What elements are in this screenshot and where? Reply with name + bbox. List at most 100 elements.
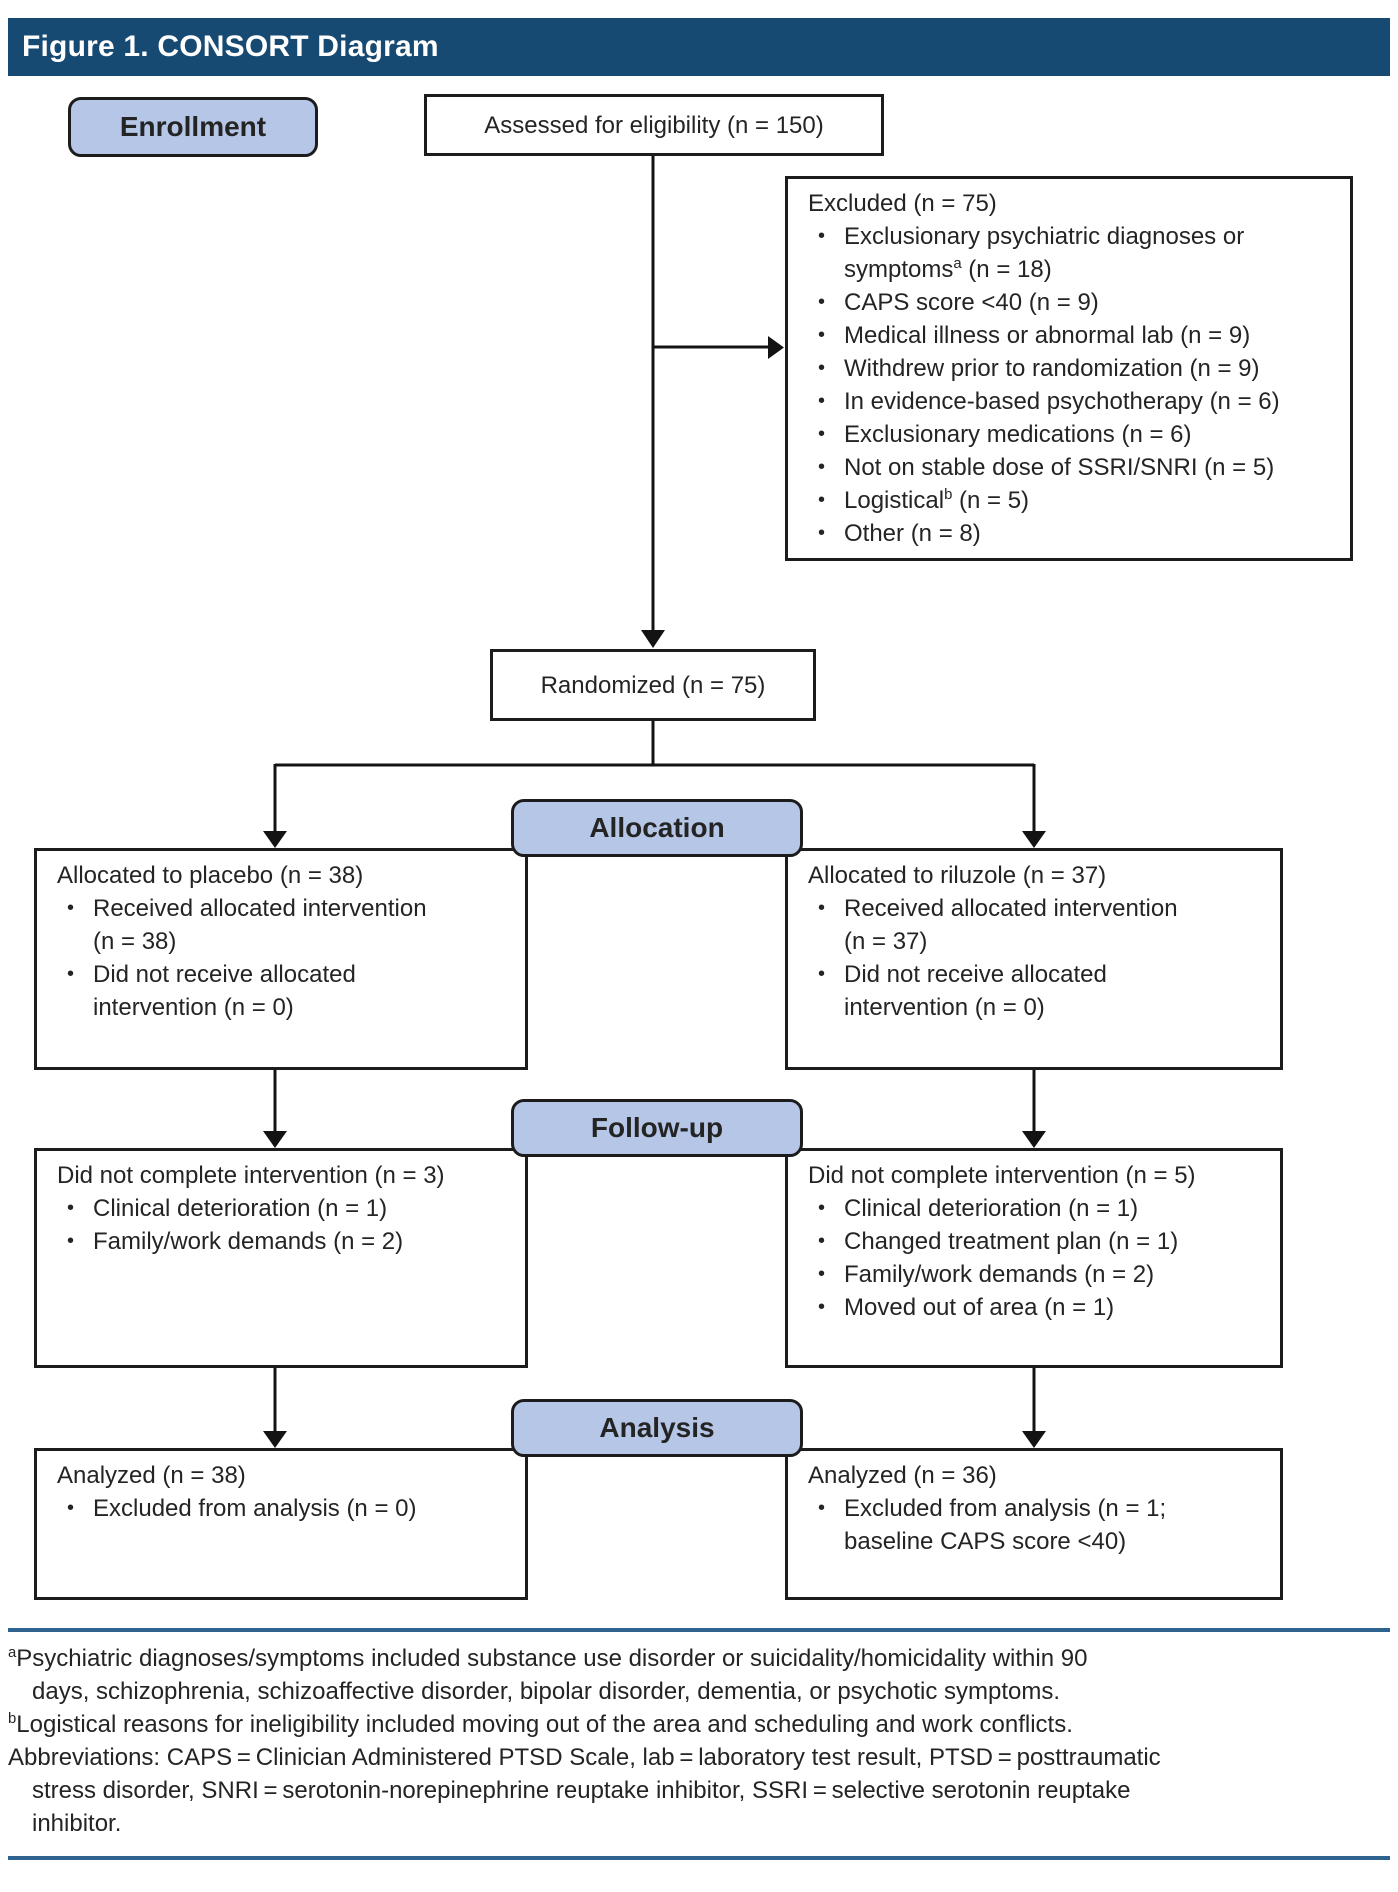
bullet-marker: •: [67, 963, 75, 985]
list-item-text: Clinical deterioration (n = 1): [844, 1195, 1139, 1222]
enrollment-badge: Enrollment: [68, 97, 318, 157]
list-item-text: Clinical deterioration (n = 1): [93, 1195, 388, 1222]
bullet-marker: •: [818, 357, 826, 379]
excluded-box: Excluded (n = 75) • Exclusionary psychiat…: [785, 176, 1353, 561]
list-item-text: Received allocated intervention(n = 38): [93, 895, 427, 955]
list-item: • Withdrew prior to randomization (n = 9): [808, 352, 1336, 385]
bullet-marker: •: [818, 456, 826, 478]
footnote-abbreviations: Abbreviations: CAPS = Clinician Administ…: [8, 1744, 1161, 1837]
allocation-placebo-box: Allocated to placebo (n = 38) • Received …: [34, 848, 528, 1070]
allocation-riluzole-box: Allocated to riluzole (n = 37) •Received…: [785, 848, 1283, 1070]
bullet-marker: •: [818, 225, 826, 247]
footnote-b: bLogistical reasons for ineligibility in…: [8, 1711, 1073, 1738]
footnote-top-rule: [8, 1628, 1390, 1632]
randomized-box: Randomized (n = 75): [490, 649, 816, 721]
analysis-placebo-box: Analyzed (n = 38) • Excluded from analysi…: [34, 1448, 528, 1600]
connector-allocation-to-followup: [263, 1070, 1046, 1148]
list-item-text: Changed treatment plan (n = 1): [844, 1228, 1179, 1255]
list-item: • Moved out of area (n = 1): [808, 1291, 1266, 1324]
connector-randomized-split: [263, 721, 1046, 848]
bullet-marker: •: [67, 1230, 75, 1252]
list-item-text: Family/work demands (n = 2): [93, 1228, 404, 1255]
bullet-marker: •: [818, 390, 826, 412]
list-item-text: Not on stable dose of SSRI/SNRI (n = 5): [844, 454, 1275, 481]
list-item-text: Family/work demands (n = 2): [844, 1261, 1155, 1288]
list-item: • Exclusionary medications (n = 6): [808, 418, 1336, 451]
list-item: • Family/work demands (n = 2): [808, 1258, 1266, 1291]
list-item-text: Medical illness or abnormal lab (n = 9): [844, 322, 1251, 349]
list-item: • Clinical deterioration (n = 1): [808, 1192, 1266, 1225]
list-item: •CAPS score <40 (n = 9): [808, 286, 1336, 319]
followup-riluzole-box: Did not complete intervention (n = 5) • C…: [785, 1148, 1283, 1368]
figure-title: Figure 1. CONSORT Diagram: [22, 30, 439, 63]
connector-assessed-to-randomized: [641, 156, 665, 648]
bullet-marker: •: [818, 489, 826, 511]
followup-riluzole-list: • Clinical deterioration (n = 1) • Changed …: [808, 1192, 1266, 1324]
list-item: • Not on stable dose of SSRI/SNRI (n = 5): [808, 451, 1336, 484]
footnotes: aPsychiatric diagnoses/symptoms included…: [8, 1642, 1390, 1840]
list-item-text: Moved out of area (n = 1): [844, 1294, 1115, 1321]
allocation-badge: Allocation: [511, 799, 803, 857]
bullet-marker: •: [818, 522, 826, 544]
list-item: • Changed treatment plan (n = 1): [808, 1225, 1266, 1258]
bullet-marker: •: [67, 1497, 75, 1519]
list-item: • Family/work demands (n = 2): [57, 1225, 511, 1258]
list-item: •Received allocated intervention(n = 37): [808, 892, 1266, 958]
analysis-placebo-list: • Excluded from analysis (n = 0): [57, 1492, 511, 1525]
list-item: • Received allocated intervention(n = 38): [57, 892, 511, 958]
list-item-text: Excluded from analysis (n = 1;baseline C…: [844, 1495, 1167, 1555]
followup-placebo-list: • Clinical deterioration (n = 1) • Family/w…: [57, 1192, 511, 1258]
connector-followup-to-analysis: [263, 1368, 1046, 1448]
bottom-rule: [8, 1856, 1390, 1860]
list-item-text: Excluded from analysis (n = 0): [93, 1495, 417, 1522]
list-item-text: Logisticalb (n = 5): [844, 487, 1030, 514]
list-item: • Logisticalb (n = 5): [808, 484, 1336, 517]
followup-placebo-header: Did not complete intervention (n = 3): [57, 1162, 445, 1189]
footnote-a: aPsychiatric diagnoses/symptoms included…: [8, 1645, 1088, 1705]
list-item: • In evidence-based psychotherapy (n = 6): [808, 385, 1336, 418]
randomized-text: Randomized (n = 75): [540, 671, 766, 699]
assessed-box: Assessed for eligibility (n = 150): [424, 94, 884, 156]
followup-riluzole-header: Did not complete intervention (n = 5): [808, 1162, 1196, 1189]
followup-badge: Follow-up: [511, 1099, 803, 1157]
bullet-marker: •: [818, 291, 826, 313]
bullet-marker: •: [818, 1230, 826, 1252]
bullet-marker: •: [818, 1263, 826, 1285]
bullet-marker: •: [818, 423, 826, 445]
followup-placebo-box: Did not complete intervention (n = 3) • C…: [34, 1148, 528, 1368]
bullet-marker: •: [818, 1497, 826, 1519]
list-item: • Excluded from analysis (n = 1;baseline …: [808, 1492, 1266, 1558]
analysis-badge: Analysis: [511, 1399, 803, 1457]
connector-to-excluded: [653, 336, 784, 359]
excluded-header: Excluded (n = 75): [808, 190, 997, 217]
bullet-marker: •: [67, 1197, 75, 1219]
bullet-marker: •: [818, 1197, 826, 1219]
list-item-text: Withdrew prior to randomization (n = 9): [844, 355, 1260, 382]
list-item: • Excluded from analysis (n = 0): [57, 1492, 511, 1525]
bullet-marker: •: [818, 324, 826, 346]
list-item: •Other (n = 8): [808, 517, 1336, 550]
list-item: • Medical illness or abnormal lab (n = 9): [808, 319, 1336, 352]
allocation-riluzole-header: Allocated to riluzole (n = 37): [808, 862, 1107, 889]
assessed-text: Assessed for eligibility (n = 150): [484, 111, 824, 139]
list-item-text: In evidence-based psychotherapy (n = 6): [844, 388, 1280, 415]
bullet-marker: •: [67, 897, 75, 919]
analysis-riluzole-header: Analyzed (n = 36): [808, 1462, 997, 1489]
list-item-text: Exclusionary medications (n = 6): [844, 421, 1192, 448]
allocation-riluzole-list: •Received allocated intervention(n = 37)…: [808, 892, 1266, 1024]
bullet-marker: •: [818, 1296, 826, 1318]
bullet-marker: •: [818, 897, 826, 919]
analysis-placebo-header: Analyzed (n = 38): [57, 1462, 246, 1489]
figure-title-bar: Figure 1. CONSORT Diagram: [8, 18, 1390, 76]
bullet-marker: •: [818, 963, 826, 985]
analysis-riluzole-box: Analyzed (n = 36) • Excluded from analysi…: [785, 1448, 1283, 1600]
allocation-placebo-header: Allocated to placebo (n = 38): [57, 862, 364, 889]
list-item: • Clinical deterioration (n = 1): [57, 1192, 511, 1225]
